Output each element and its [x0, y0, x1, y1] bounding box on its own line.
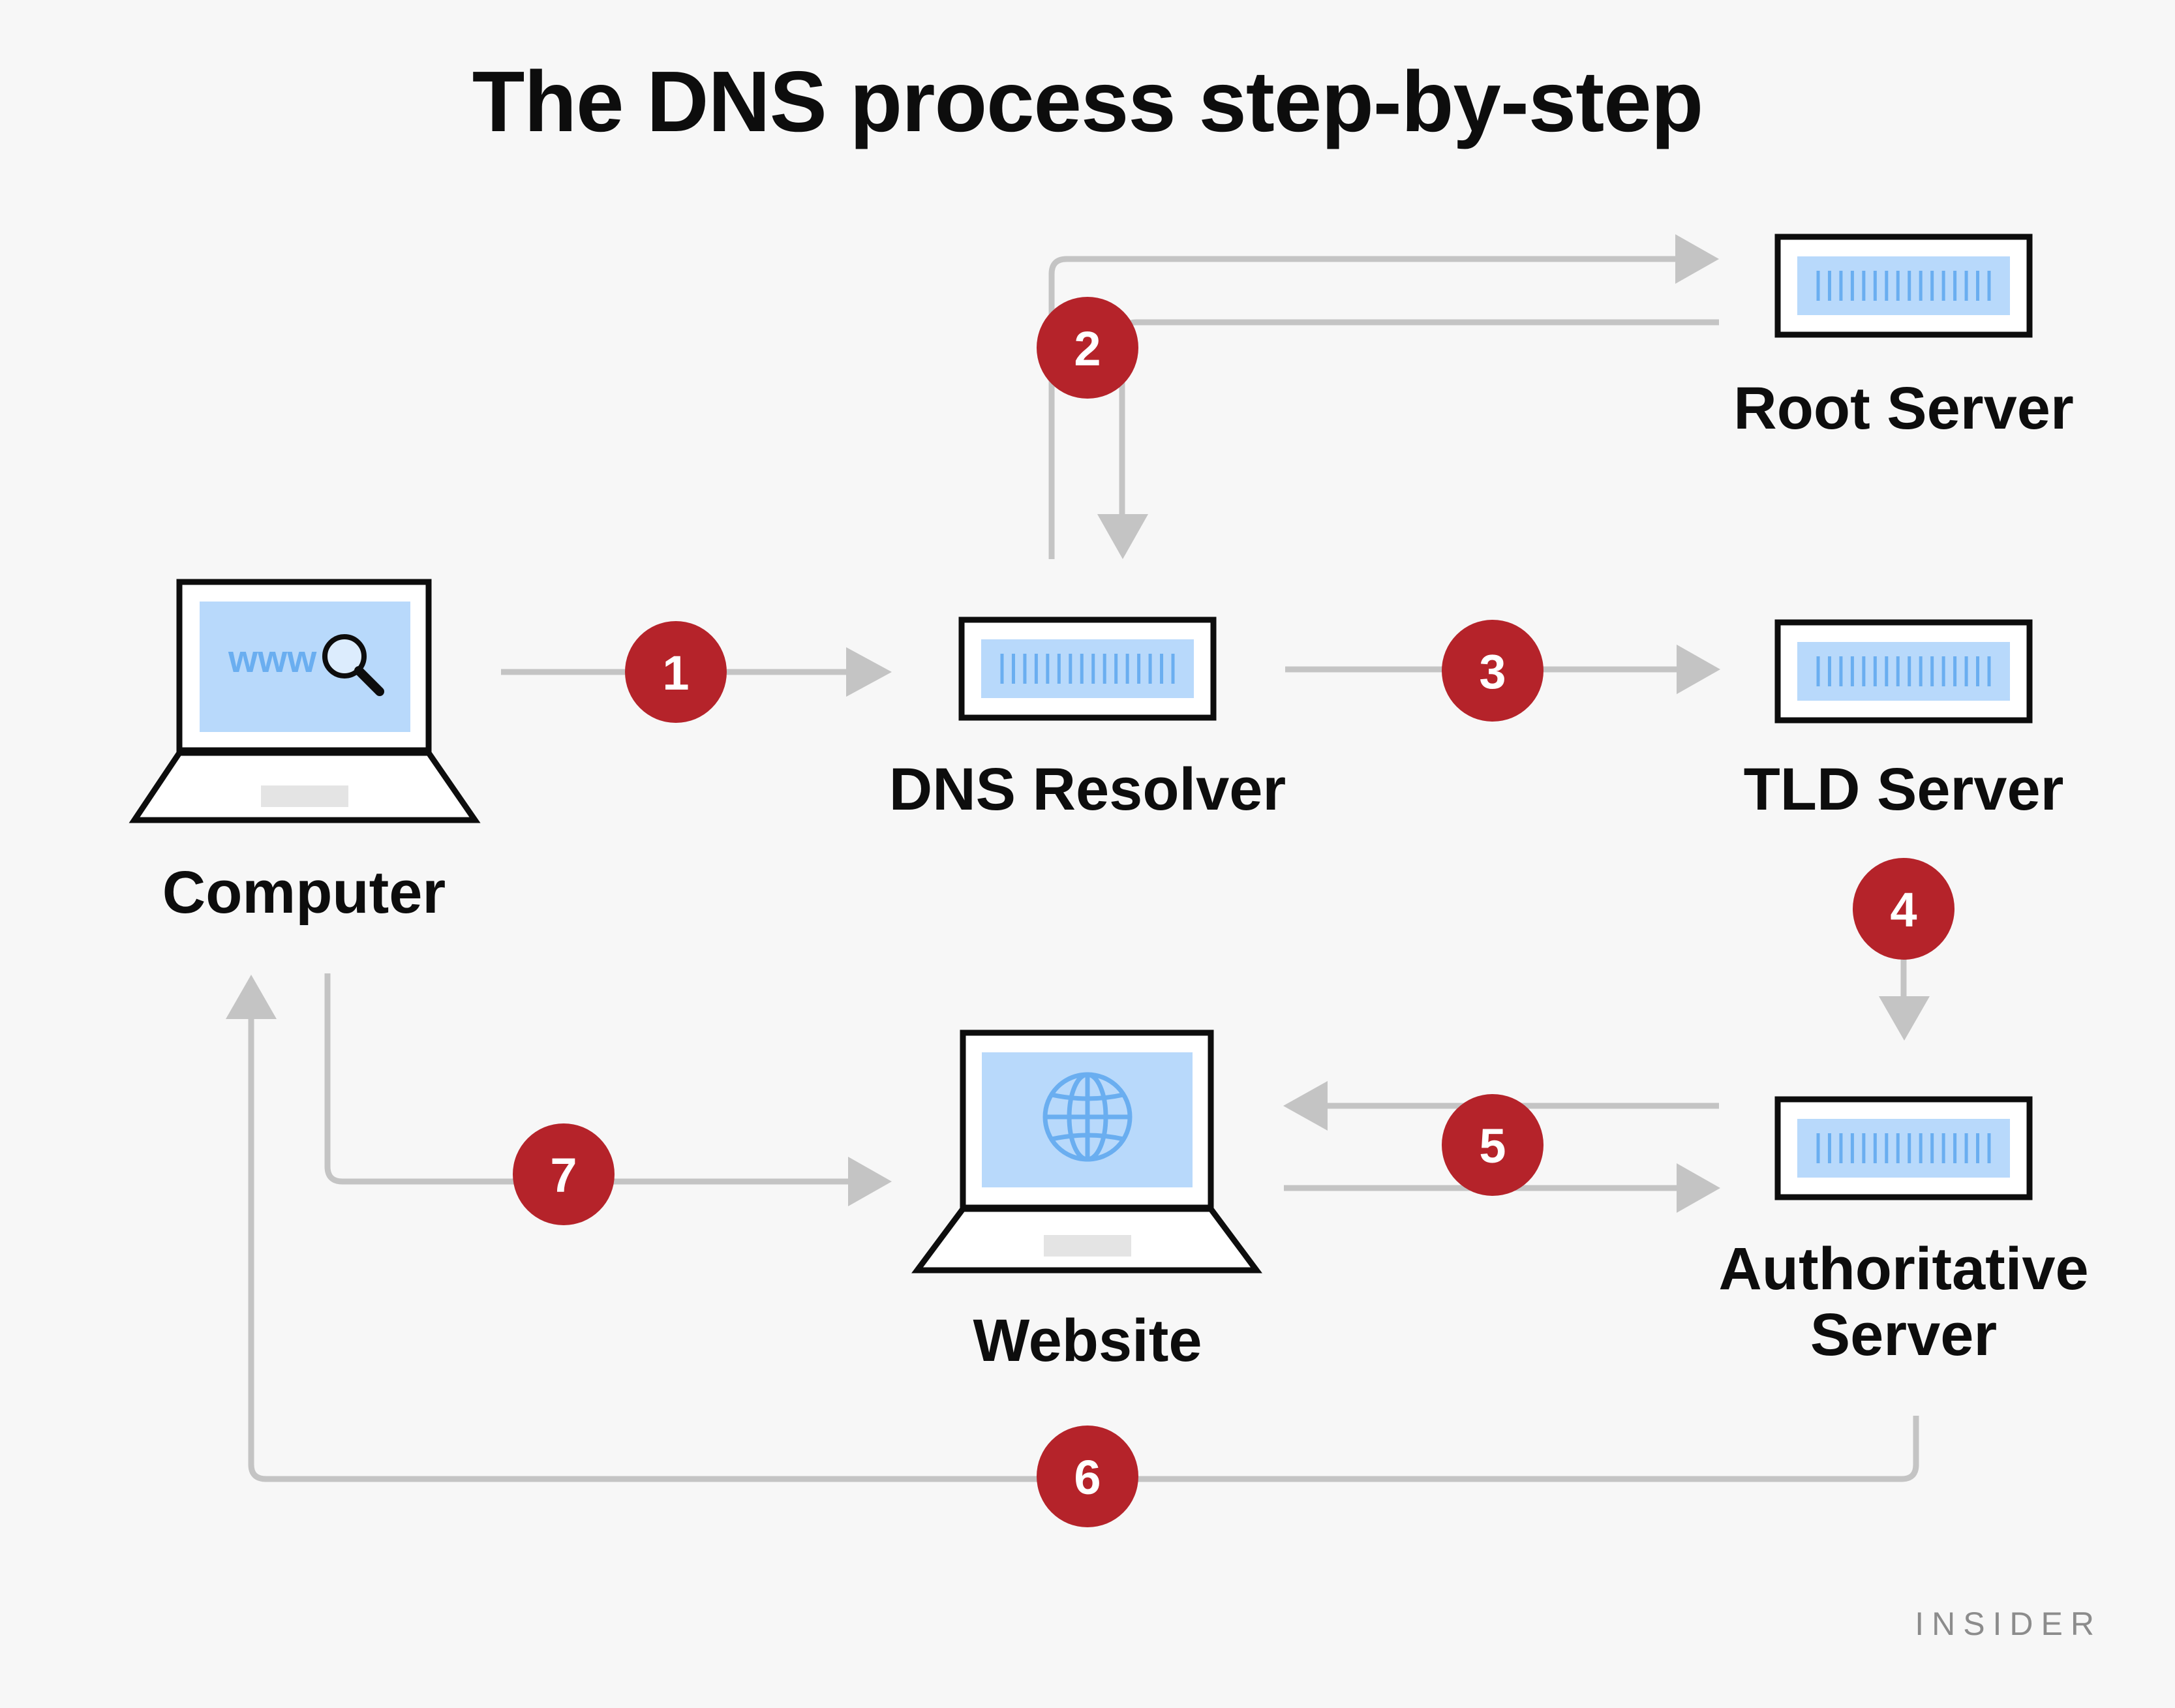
- arrowhead-step-2-out: [1675, 234, 1719, 284]
- magnifier-icon: [322, 634, 384, 696]
- authoritative-server-label: Authoritative Server: [1718, 1236, 2089, 1369]
- step-badge-4: 4: [1853, 858, 1954, 960]
- connector-step-2-out: [1048, 256, 1677, 559]
- step-number: 3: [1479, 645, 1506, 699]
- step-badge-3: 3: [1442, 620, 1544, 722]
- root-server-label: Root Server: [1733, 375, 2074, 442]
- connector-step-7: [324, 973, 851, 1185]
- arrowhead-step-7: [848, 1157, 892, 1206]
- laptop-globe-icon: [911, 1029, 1262, 1273]
- step-number: 5: [1479, 1119, 1506, 1173]
- step-number: 7: [550, 1148, 577, 1202]
- step-badge-2: 2: [1037, 297, 1138, 399]
- arrowhead-step-1: [846, 647, 892, 697]
- server-icon: [958, 617, 1217, 721]
- step-badge-1: 1: [625, 621, 727, 723]
- server-icon: [1774, 234, 2033, 338]
- arrowhead-step-5-back: [1283, 1081, 1328, 1131]
- page-title: The DNS process step-by-step: [472, 53, 1703, 149]
- step-number: 4: [1890, 883, 1917, 937]
- step-badge-5: 5: [1442, 1094, 1544, 1196]
- server-icon: [1774, 1096, 2033, 1200]
- tld-server-label: TLD Server: [1743, 756, 2064, 823]
- step-number: 2: [1074, 322, 1101, 376]
- arrowhead-step-3: [1677, 645, 1720, 694]
- website-label: Website: [973, 1307, 1202, 1374]
- server-icon: [1774, 619, 2033, 724]
- arrowhead-step-4: [1879, 996, 1930, 1041]
- step-badge-7: 7: [513, 1123, 615, 1225]
- www-text: www: [228, 638, 317, 680]
- arrowhead-step-2-back: [1097, 514, 1148, 559]
- insider-logo: INSIDER: [1915, 1606, 2102, 1642]
- laptop-search-icon: www: [129, 579, 481, 823]
- computer-label: Computer: [162, 859, 446, 926]
- dns-resolver-label: DNS Resolver: [889, 756, 1286, 823]
- arrowhead-step-5-out: [1677, 1163, 1720, 1213]
- arrowhead-step-6: [226, 975, 277, 1019]
- step-number: 1: [662, 646, 689, 700]
- globe-icon: [1042, 1072, 1133, 1162]
- connector-step-2-back: [1119, 319, 1719, 515]
- step-number: 6: [1074, 1450, 1101, 1504]
- step-badge-6: 6: [1037, 1426, 1138, 1527]
